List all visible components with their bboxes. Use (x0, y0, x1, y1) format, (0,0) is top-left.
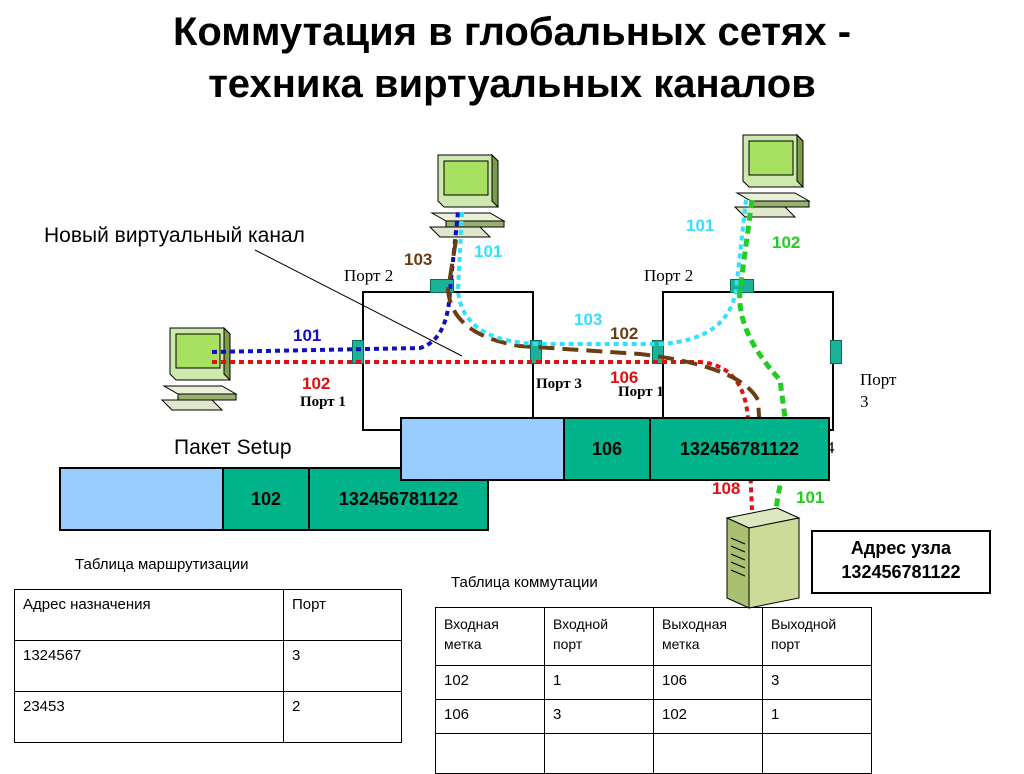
switching-cell: 3 (544, 699, 654, 734)
path-blue (211, 211, 460, 354)
right-port-3-label-b: 3 (860, 392, 869, 411)
routing-cell: 23453 (14, 691, 284, 743)
left-port-1-label: Порт 1 (300, 394, 346, 410)
left-port-2-label: Порт 2 (344, 266, 394, 285)
label-106-mid: 106 (610, 368, 639, 387)
routing-table-caption: Таблица маршрутизации (75, 556, 249, 573)
header-line: Входной (553, 616, 609, 632)
setup-packet-2: 106 132456781122 (400, 417, 830, 481)
setup-packet-1: 102 132456781122 (59, 467, 489, 531)
computer-top-left-icon (429, 154, 505, 238)
header-line: Выходная (662, 616, 727, 632)
header-line: Входная (444, 616, 499, 632)
packet-1-label: 102 (224, 469, 310, 529)
routing-table: Адрес назначения Порт 1324567 3 23453 2 (14, 589, 402, 743)
packet-1-header (61, 469, 224, 529)
switching-header-in-label: Входная метка (435, 607, 545, 666)
switching-cell: 106 (435, 699, 545, 734)
switching-header-out-label: Выходная метка (653, 607, 763, 666)
switching-table: Входная метка Входной порт Выходная метк… (435, 607, 872, 774)
right-port-2-label: Порт 2 (644, 266, 694, 285)
header-line: метка (444, 636, 482, 652)
switching-cell: 102 (653, 699, 763, 734)
header-line: порт (553, 636, 583, 652)
routing-header-port: Порт (283, 589, 402, 641)
switching-cell: 1 (762, 699, 872, 734)
label-102-left: 102 (302, 374, 331, 393)
left-port-3-label: Порт 3 (536, 376, 582, 392)
annotation-pointer-line (254, 249, 463, 357)
switching-cell (435, 733, 545, 774)
label-101-bottom: 101 (796, 488, 825, 507)
label-103-top: 103 (404, 250, 433, 269)
right-switch-port-3 (830, 340, 842, 364)
header-line: Выходной (771, 616, 837, 632)
switching-header-in-port: Входной порт (544, 607, 654, 666)
routing-cell: 1324567 (14, 640, 284, 692)
switching-table-caption: Таблица коммутации (451, 574, 598, 591)
node-address-box: Адрес узла 132456781122 (811, 530, 991, 594)
routing-cell: 3 (283, 640, 402, 692)
switching-cell: 106 (653, 665, 763, 700)
right-port-3-label-a: Порт (860, 370, 897, 389)
label-101-right-top: 101 (686, 216, 715, 235)
switching-header-out-port: Выходной порт (762, 607, 872, 666)
label-103-mid: 103 (574, 310, 603, 329)
page-title: Коммутация в глобальных сетях - техника … (0, 6, 1024, 110)
right-port-4-fragment: 4 (826, 438, 835, 457)
path-red (212, 360, 754, 511)
switching-cell: 3 (762, 665, 872, 700)
node-address-title: Адрес узла (850, 538, 952, 558)
packet-2-label: 106 (565, 419, 651, 479)
header-line: метка (662, 636, 700, 652)
title-line-2: техника виртуальных каналов (208, 62, 816, 106)
computer-left-icon (161, 327, 237, 411)
server-icon (725, 507, 801, 609)
packet-2-header (402, 419, 565, 479)
title-line-1: Коммутация в глобальных сетях - (172, 10, 852, 54)
packet-2-address: 132456781122 (651, 419, 828, 479)
computer-top-right-icon (734, 134, 810, 218)
right-port-1-label: Порт 1 (618, 384, 664, 400)
switching-cell: 102 (435, 665, 545, 700)
node-address-value: 132456781122 (841, 562, 961, 582)
routing-header-destination: Адрес назначения (14, 589, 284, 641)
label-101-left: 101 (293, 326, 322, 345)
header-line: порт (771, 636, 801, 652)
label-108: 108 (712, 479, 741, 498)
path-cyan (455, 199, 748, 346)
label-102-mid: 102 (610, 324, 639, 343)
packet-setup-label: Пакет Setup (174, 436, 292, 459)
routing-cell: 2 (283, 691, 402, 743)
switching-cell: 1 (544, 665, 654, 700)
path-green (737, 199, 791, 509)
label-102-right-top: 102 (772, 233, 801, 252)
new-channel-label: Новый виртуальный канал (44, 224, 305, 247)
label-101-top: 101 (474, 242, 503, 261)
path-brown (445, 239, 762, 433)
